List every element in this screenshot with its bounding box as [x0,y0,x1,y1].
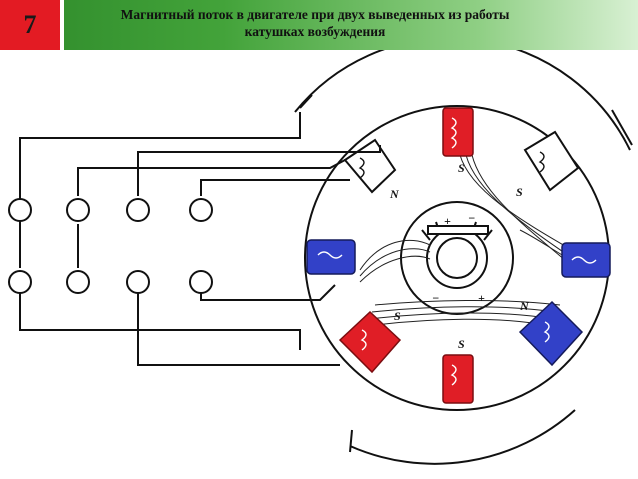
pole-label-s-upper-right: S [516,185,523,199]
terminal-2 [66,198,90,222]
slide-number-badge: 7 [0,0,64,50]
pole-label-s-top: S [458,161,465,175]
blue-field-poles [306,239,611,367]
armature [400,201,514,315]
terminals [8,198,213,294]
pole-red-lower-left [338,310,402,374]
motor-flux-diagram: S S N S N S + − − + [8,50,633,465]
terminal-6 [66,270,90,294]
slide-header: 7 Магнитный поток в двигателе при двух в… [0,0,638,50]
terminal-3 [126,198,150,222]
terminal-4 [189,198,213,222]
slide-title-line-1: Магнитный поток в двигателе при двух выв… [120,7,510,22]
unused-coil-windings [358,151,545,179]
brush-label-minus-top: − [468,211,475,225]
external-wiring [19,112,381,366]
brush-label-plus-bottom: + [478,291,485,305]
slide-title-line-2: катушках возбуждения [244,24,386,39]
pole-blue-right [561,242,611,278]
terminal-7 [126,270,150,294]
pole-label-s-lower-left: S [394,309,401,323]
pole-red-top [442,107,474,157]
slide-title: Магнитный поток в двигателе при двух выв… [80,6,550,40]
terminal-5 [8,270,32,294]
brush-labels: + − − + [432,211,485,305]
brush-label-plus-top: + [444,214,451,228]
pole-red-bottom [442,354,474,404]
brush-label-minus-bottom: − [432,291,439,305]
pole-blue-left [306,239,356,275]
terminal-8 [189,270,213,294]
pole-blue-lower-right [518,300,584,367]
red-field-poles [338,107,474,404]
pole-label-s-bottom: S [458,337,465,351]
coil-windings [317,117,597,386]
pole-label-n-upper-left: N [389,187,400,201]
pole-label-n-lower-right: N [519,299,530,313]
terminal-1 [8,198,32,222]
pole-labels: S S N S N S [389,161,530,351]
